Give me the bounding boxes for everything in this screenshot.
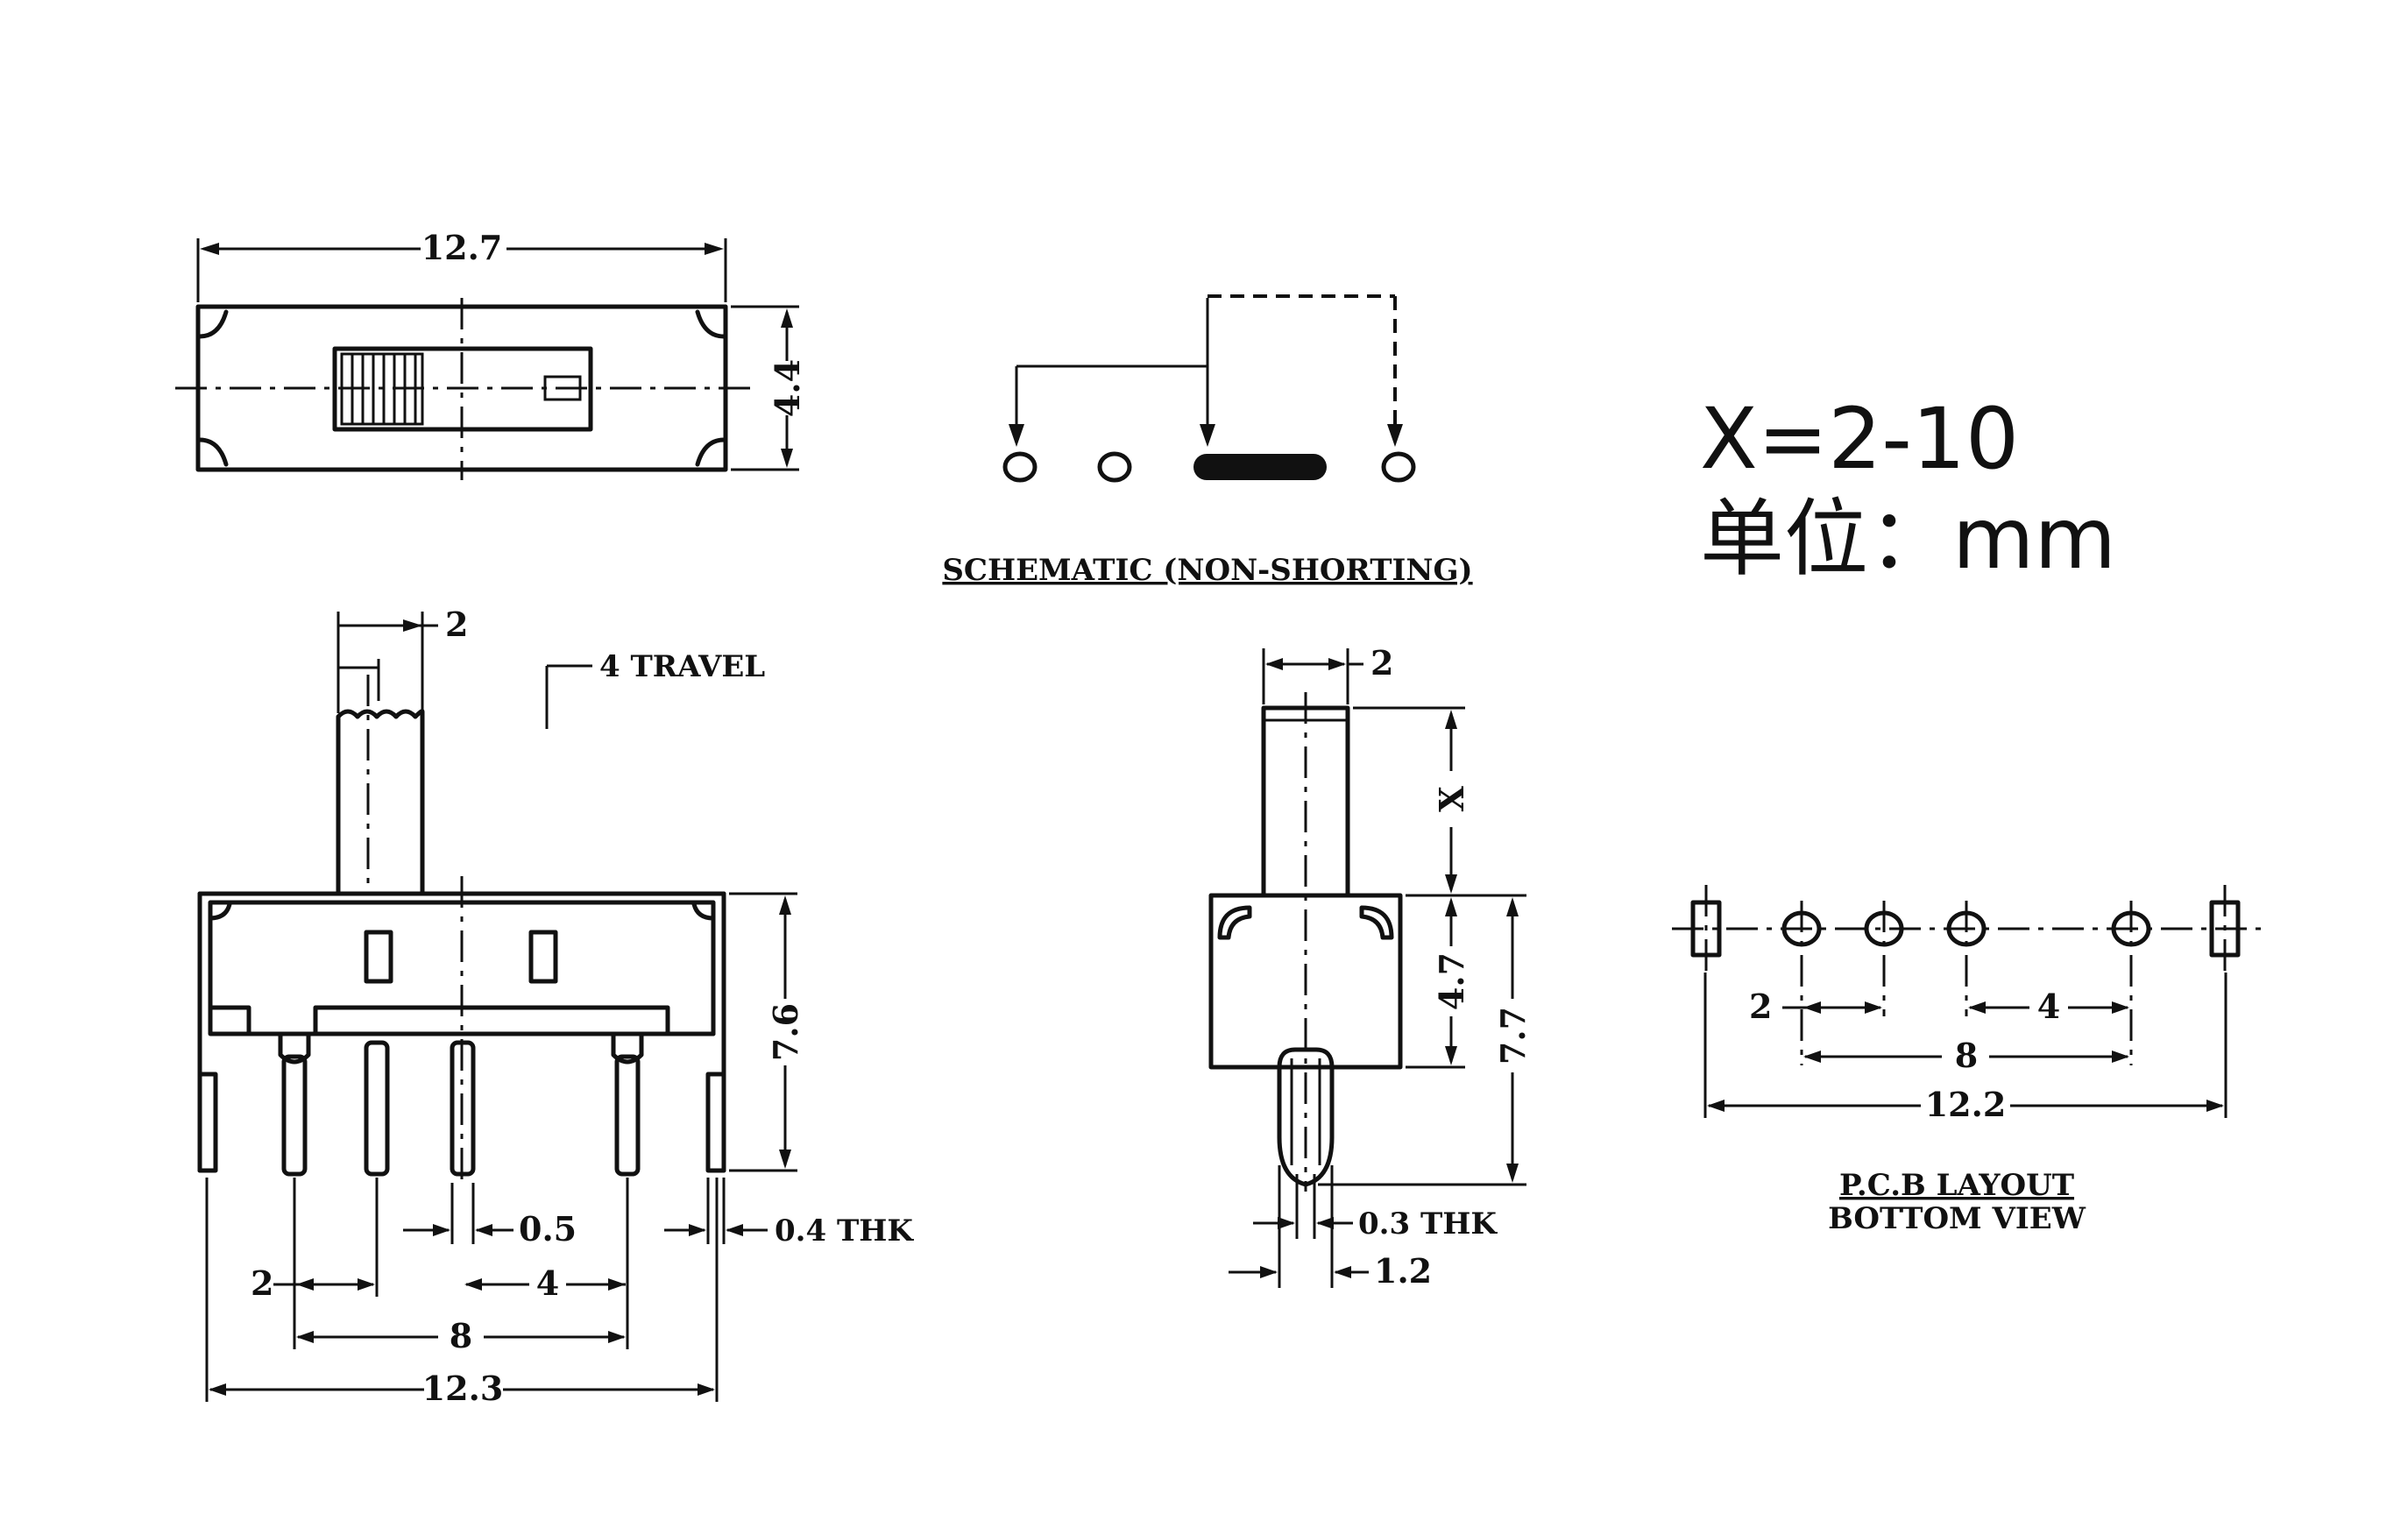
side-housing [1208, 893, 1403, 1070]
side-actuator-height-label: X [1432, 786, 1471, 812]
travel-label: 4 TRAVEL [599, 649, 765, 684]
pcb-span-inner-label: 8 [1955, 1036, 1978, 1075]
side-view: 2 X 4.7 7.7 0.3 THK [1208, 643, 1533, 1291]
pin [450, 1040, 476, 1177]
schematic: SCHEMATIC (NON-SHORTING) [942, 294, 1473, 588]
side-pin [1277, 1047, 1335, 1187]
arrow-icon [1387, 424, 1403, 447]
side-actuator-width-label: 2 [1370, 643, 1393, 683]
x-range-label: X=2-10 [1700, 390, 2019, 488]
front-span-inner-label: 8 [450, 1316, 472, 1355]
pcb-pitch-wide-label: 4 [2037, 987, 2060, 1026]
corner-notch [695, 309, 726, 339]
pcb-span-outer-label: 12.2 [1925, 1085, 2007, 1124]
pins [278, 1031, 644, 1177]
corner-notch [197, 309, 229, 339]
pcb-pitch-label: 2 [1749, 987, 1772, 1026]
corner-notch [695, 437, 726, 467]
spec-text: X=2-10 单位：mm [1700, 390, 2116, 588]
side-body-height-label: 4.7 [1432, 952, 1471, 1010]
contact-terminal [1097, 451, 1132, 483]
pin [364, 1040, 390, 1177]
housing-slot [528, 930, 558, 984]
top-view: 12.7 4.4 [175, 228, 807, 480]
housing-slot [364, 930, 393, 984]
pin [614, 1054, 641, 1177]
top-view-height-label: 4.4 [768, 359, 807, 417]
front-view: 2 4 TRAVEL [197, 605, 914, 1408]
side-pin-thickness-label: 0.3 THK [1358, 1206, 1498, 1242]
actuator [336, 709, 425, 896]
arrow-icon [1200, 424, 1215, 447]
pin-gap-label: 0.5 [519, 1209, 577, 1249]
side-pin-width-label: 1.2 [1374, 1251, 1432, 1291]
corner-notch [691, 902, 716, 921]
top-view-width-label: 12.7 [421, 228, 503, 267]
pcb-holes [1781, 901, 2151, 1065]
pin-tab [611, 1031, 644, 1065]
pcb-caption-subtitle: BOTTOM VIEW [1828, 1201, 2086, 1236]
front-pitch-wide-label: 4 [536, 1263, 559, 1303]
contact-terminal [1381, 451, 1416, 483]
pin [281, 1054, 308, 1177]
front-pitch-label: 2 [251, 1263, 273, 1303]
pcb-caption-title: P.C.B LAYOUT [1839, 1168, 2074, 1203]
corner-notch [208, 902, 232, 921]
front-body-height-label: 7.6 [766, 1003, 805, 1061]
schematic-caption: SCHEMATIC (NON-SHORTING) [942, 553, 1472, 588]
slider-contact-bar [1193, 454, 1327, 480]
base-step [208, 1005, 716, 1036]
front-span-outer-label: 12.3 [422, 1369, 504, 1408]
side-total-height-label: 7.7 [1493, 1007, 1533, 1065]
front-pin-thickness-label: 0.4 THK [775, 1213, 914, 1249]
arrow-icon [1009, 424, 1024, 447]
pcb-layout: 2 4 8 12.2 P.C.B LAYOUT BOTTOM VIEW [1672, 885, 2261, 1236]
contact-terminal [1002, 451, 1038, 483]
corner-notch [197, 437, 229, 467]
unit-label: 单位：mm [1700, 490, 2116, 588]
front-actuator-width-label: 2 [445, 605, 468, 644]
pin-tab [278, 1031, 311, 1065]
